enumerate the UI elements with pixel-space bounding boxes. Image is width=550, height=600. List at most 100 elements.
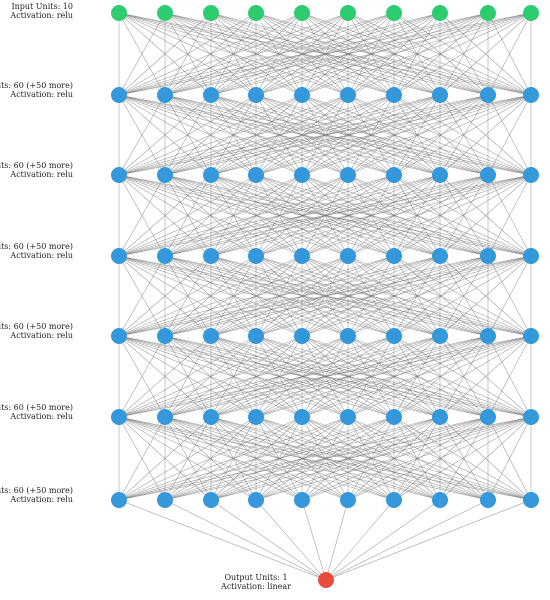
connection-line	[164, 94, 489, 176]
connection-line	[393, 174, 489, 257]
hidden-node	[111, 248, 127, 264]
hidden-node	[157, 248, 173, 264]
connection-line	[118, 174, 212, 257]
hidden-node	[294, 328, 310, 344]
connection-line	[347, 255, 532, 337]
layer-label-line: Units: 60 (+50 more)	[0, 242, 73, 251]
hidden-node	[248, 328, 264, 344]
connection-line	[118, 94, 303, 176]
connection-line	[393, 416, 489, 501]
connection-line	[210, 335, 489, 418]
hidden-node	[111, 328, 127, 344]
connection-line	[164, 174, 532, 257]
connection-line	[210, 255, 532, 337]
connection-line	[118, 416, 349, 501]
connection-line	[118, 416, 395, 501]
connection-line	[393, 94, 489, 176]
hidden-node	[248, 167, 264, 183]
connection-line	[118, 94, 532, 176]
connection-line	[118, 12, 532, 96]
hidden-node	[111, 87, 127, 103]
connection-line	[255, 94, 532, 176]
connection-line	[118, 174, 441, 257]
connection-line	[325, 499, 349, 581]
input-node	[111, 5, 127, 21]
connection-line	[118, 335, 489, 418]
layer-label-line: Activation: relu	[9, 90, 73, 99]
connection-line	[255, 255, 532, 337]
connection-line	[325, 499, 395, 581]
hidden-node	[480, 87, 496, 103]
connection-line	[118, 174, 395, 257]
connection-line	[393, 12, 489, 96]
connection-line	[487, 174, 532, 257]
connection-line	[487, 416, 532, 501]
connection-line	[118, 12, 489, 96]
connection-line	[118, 255, 257, 337]
hidden-node	[432, 492, 448, 508]
connection-line	[393, 255, 532, 337]
hidden-node	[523, 248, 539, 264]
hidden-node	[432, 409, 448, 425]
connection-line	[118, 255, 212, 337]
hidden-node	[386, 248, 402, 264]
connection-line	[118, 335, 166, 418]
hidden-node	[294, 409, 310, 425]
connections-group	[118, 12, 532, 581]
connection-line	[487, 255, 532, 337]
hidden-node	[157, 328, 173, 344]
hidden-node	[340, 328, 356, 344]
connection-line	[118, 335, 349, 418]
connection-line	[118, 94, 349, 176]
connection-line	[118, 335, 532, 418]
connection-line	[118, 12, 441, 96]
connection-line	[325, 499, 532, 581]
hidden-node	[203, 248, 219, 264]
hidden-node	[294, 167, 310, 183]
connection-line	[118, 255, 489, 337]
connection-line	[118, 174, 489, 257]
connection-line	[439, 94, 532, 176]
connection-line	[439, 174, 489, 257]
hidden-layer-label: Units: 60 (+50 more)Activation: relu	[0, 242, 73, 260]
connection-line	[347, 335, 489, 418]
input-node	[203, 5, 219, 21]
hidden-node	[203, 409, 219, 425]
connection-line	[301, 94, 489, 176]
connection-line	[164, 416, 489, 501]
layer-label-line: Activation: linear	[220, 582, 291, 591]
hidden-node	[386, 167, 402, 183]
hidden-node	[340, 492, 356, 508]
hidden-node	[523, 492, 539, 508]
connection-line	[164, 12, 532, 96]
connection-line	[325, 499, 489, 581]
connection-line	[118, 12, 303, 96]
connection-line	[347, 174, 532, 257]
connection-line	[118, 335, 441, 418]
connection-line	[301, 416, 532, 501]
connection-line	[301, 174, 532, 257]
hidden-node	[248, 87, 264, 103]
connection-line	[347, 12, 489, 96]
connection-line	[393, 255, 489, 337]
connection-line	[118, 335, 395, 418]
connection-line	[347, 255, 489, 337]
hidden-node	[203, 167, 219, 183]
hidden-node	[480, 328, 496, 344]
connection-line	[301, 255, 532, 337]
connection-line	[210, 416, 532, 501]
connection-line	[393, 416, 532, 501]
connection-line	[118, 335, 303, 418]
connection-line	[118, 255, 166, 337]
connection-line	[118, 174, 257, 257]
connection-line	[118, 499, 327, 581]
layer-label-line: Activation: relu	[9, 331, 73, 340]
hidden-node	[203, 492, 219, 508]
hidden-node	[294, 492, 310, 508]
hidden-node	[523, 409, 539, 425]
connection-line	[118, 416, 212, 501]
hidden-node	[386, 492, 402, 508]
connection-line	[347, 416, 489, 501]
nodes-group	[111, 5, 539, 588]
